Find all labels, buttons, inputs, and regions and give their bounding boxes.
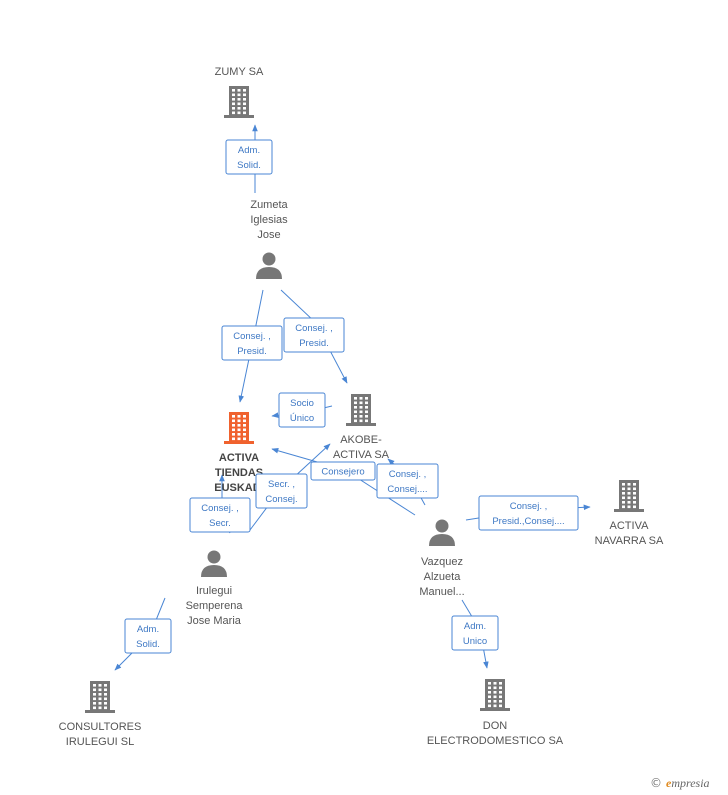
node-label: Semperena	[186, 600, 244, 612]
edge-label-box[interactable]	[376, 463, 439, 499]
node-label: ACTIVA	[610, 520, 650, 532]
node-label: DON	[483, 720, 508, 732]
node-vazquez[interactable]: VazquezAlzuetaManuel...	[419, 519, 465, 599]
edge-label-text: Unico	[463, 636, 487, 647]
building-icon	[480, 679, 510, 711]
edge-label-box[interactable]	[283, 317, 345, 353]
node-consultores[interactable]: CONSULTORES IRULEGUI SL	[59, 681, 142, 748]
brand-initial: e	[666, 776, 672, 790]
edge-label-text: Secr.	[209, 518, 231, 529]
edge-label-e9[interactable]: Consej. , Secr.	[189, 497, 251, 533]
edge-label-e1[interactable]: Adm. Solid.	[225, 139, 273, 175]
node-akobe[interactable]: AKOBE- ACTIVA SA	[333, 394, 390, 461]
edge-label-e8[interactable]: Secr. , Consej.	[255, 473, 308, 509]
edge-label-e3[interactable]: Consej. , Presid.	[283, 317, 345, 353]
node-don[interactable]: DON ELECTRODOMESTICO SA	[427, 679, 564, 747]
edge-label-text: Secr. ,	[268, 479, 295, 490]
building-icon	[224, 86, 254, 118]
node-label: TIENDAS	[215, 467, 263, 479]
edge-label-e10[interactable]: Adm. Solid.	[124, 618, 172, 654]
edge-label-box[interactable]	[451, 615, 499, 651]
edge-label-text: Presid.	[237, 346, 267, 357]
edge-label-box[interactable]	[221, 325, 283, 361]
edge-label-text: Consejero	[321, 467, 364, 478]
person-icon	[256, 252, 282, 279]
building-icon	[346, 394, 376, 426]
node-label: ZUMY SA	[215, 66, 264, 78]
edge-label-e11[interactable]: Adm. Unico	[451, 615, 499, 651]
node-label: NAVARRA SA	[595, 535, 664, 547]
copyright-icon: ©	[650, 776, 662, 790]
person-icon	[201, 550, 227, 577]
node-label: Zumeta	[250, 199, 288, 211]
edge-label-text: Adm.	[464, 621, 486, 632]
edge-label-text: Solid.	[136, 639, 160, 650]
edge-label-e5[interactable]: Consejero	[310, 461, 376, 481]
person-icon	[429, 519, 455, 546]
node-label: Jose Maria	[187, 615, 242, 627]
edge-label-text: Adm.	[137, 624, 159, 635]
edge-label-box[interactable]	[189, 497, 251, 533]
edge-label-text: Consej....	[387, 484, 427, 495]
empresia-watermark: © empresia	[650, 776, 710, 791]
edge-label-e2[interactable]: Consej. , Presid.	[221, 325, 283, 361]
node-label: Iglesias	[250, 214, 288, 226]
node-label: Manuel...	[419, 586, 464, 598]
edge-label-box[interactable]	[310, 461, 376, 481]
node-label: Vazquez	[421, 556, 463, 568]
node-label: CONSULTORES	[59, 721, 142, 733]
edge-label-box[interactable]	[225, 139, 273, 175]
edge-label-text: Consej. ,	[201, 503, 239, 514]
edge-label-text: Consej. ,	[389, 469, 427, 480]
edge-label-text: Socio	[290, 398, 314, 409]
node-label: Irulegui	[196, 585, 232, 597]
building-icon	[614, 480, 644, 512]
edge-label-text: Presid.	[299, 338, 329, 349]
edge-label-box[interactable]	[478, 495, 579, 531]
edge-label-box[interactable]	[255, 473, 308, 509]
node-label: Alzueta	[424, 571, 462, 583]
edge-label-text: Consej. ,	[295, 323, 333, 334]
edge-label-text: Consej. ,	[233, 331, 271, 342]
node-label: ACTIVA	[219, 452, 259, 464]
building-icon	[224, 412, 254, 444]
node-activa-navarra[interactable]: ACTIVA NAVARRA SA	[595, 480, 664, 547]
edge-label-box[interactable]	[278, 392, 326, 428]
node-label: ACTIVA SA	[333, 449, 390, 461]
brand-name: mpresia	[671, 776, 710, 790]
edge-label-box[interactable]	[124, 618, 172, 654]
node-label: IRULEGUI SL	[66, 736, 134, 748]
node-label: EUSKADI	[214, 482, 264, 494]
edge-label-text: Consej. ,	[510, 501, 548, 512]
node-label: ELECTRODOMESTICO SA	[427, 735, 564, 747]
node-activa-tiendas[interactable]: ACTIVA TIENDAS EUSKADI	[214, 412, 264, 494]
node-label: Jose	[257, 229, 280, 241]
edge-label-text: Consej.	[265, 494, 297, 505]
edge-label-e6[interactable]: Consej. , Consej....	[376, 463, 439, 499]
edge-label-e7[interactable]: Consej. , Presid.,Consej....	[478, 495, 579, 531]
edge-label-text: Presid.,Consej....	[492, 516, 564, 527]
edge-label-text: Adm.	[238, 145, 260, 156]
edge-label-text: Solid.	[237, 160, 261, 171]
node-label: AKOBE-	[340, 434, 382, 446]
building-icon	[85, 681, 115, 713]
node-zumy[interactable]: ZUMY SA	[215, 66, 264, 118]
edge-label-text: Único	[290, 413, 314, 424]
